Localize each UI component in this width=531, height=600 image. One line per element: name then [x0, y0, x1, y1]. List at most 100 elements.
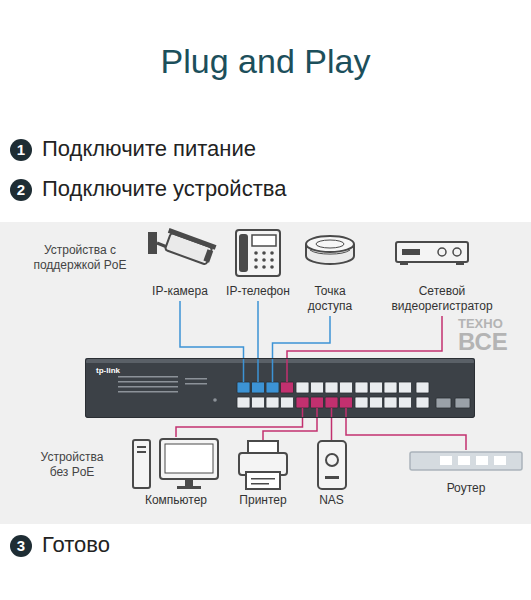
access-point-icon-part [310, 250, 350, 254]
phone-icon-part [236, 230, 280, 276]
phone-icon-part [239, 234, 248, 272]
port-wires-part [272, 358, 274, 382]
step-number: 3 [10, 535, 32, 557]
nvr-icon-part [438, 248, 446, 256]
port-wires-part [257, 358, 259, 382]
switch-body-part-part [416, 382, 429, 393]
device-box: Роутер [426, 450, 506, 498]
step-number: 1 [10, 139, 32, 161]
page-title: Plug and Play [0, 42, 531, 81]
cable-connector [287, 316, 442, 358]
cable-connector [257, 301, 259, 358]
switch-body-part-part [237, 382, 250, 393]
nvr-icon-part [456, 262, 464, 265]
switch-body-part-part [185, 383, 207, 385]
switch-body-part-part [296, 397, 309, 408]
switch-body-part-part [311, 397, 324, 408]
switch-body-part-part [296, 382, 309, 393]
camera-icon-part [148, 232, 157, 254]
step-number: 2 [10, 179, 32, 201]
device-box: Сетевой видеорегистратор [382, 228, 502, 316]
switch-body-part-part [355, 382, 368, 393]
computer-icon-part [137, 446, 146, 448]
switch-body-part-part [311, 382, 324, 393]
watermark: ВСЕ [458, 328, 508, 356]
switch-body-part-part [399, 397, 412, 408]
phone-icon-part [270, 265, 274, 269]
cable-connector [331, 418, 333, 440]
port-wires-part [345, 408, 347, 418]
switch-body-part-part [266, 382, 279, 393]
access-point-icon-part [316, 240, 344, 248]
printer-icon-part [251, 483, 269, 485]
port-wires-part [243, 358, 245, 382]
camera-icon [148, 228, 217, 266]
phone-icon-part [254, 251, 258, 255]
phone-icon-part [252, 235, 276, 246]
switch-body [85, 358, 475, 418]
phone-icon-part [262, 265, 266, 269]
switch-body-part-part [436, 398, 451, 408]
switch-body-part-part [340, 397, 353, 408]
switch-body-part-part [399, 382, 412, 393]
switch-body-part-part [325, 382, 338, 393]
port-wires-part [331, 408, 333, 418]
phone-icon-part [270, 251, 274, 255]
switch-body-part-part [252, 382, 265, 393]
device-box: Принтер [225, 440, 301, 510]
nas-icon [318, 441, 346, 489]
switch-body-part-part [455, 398, 470, 408]
device-label: NAS [310, 493, 354, 508]
switch-body-part [118, 376, 217, 402]
switch-body-part-part [252, 397, 265, 408]
device-label: Принтер [228, 493, 298, 508]
switch-body-part-part [281, 397, 294, 408]
group-label: Устройства без PoE [30, 450, 114, 480]
phone-icon-part [270, 258, 274, 262]
device-label: IP-камера [143, 284, 217, 299]
phone-icon-part [262, 258, 266, 262]
port-wires-part [286, 358, 288, 382]
device-label: Точка доступа [297, 284, 363, 314]
camera-icon-part-part [203, 249, 213, 262]
phone-icon-part [254, 265, 258, 269]
switch-body-part-part [370, 397, 383, 408]
step-text: Подключите питание [42, 136, 256, 162]
switch-body-part-part [281, 382, 294, 393]
cable-connector [180, 301, 244, 358]
switch-body-part-part [384, 397, 397, 408]
step-text: Подключите устройства [42, 176, 286, 202]
printer-icon-part [251, 478, 275, 480]
switch-body-part-part [266, 397, 279, 408]
device-box: Точка доступа [294, 228, 366, 316]
nvr-icon-part [400, 262, 408, 265]
phone-icon-part [254, 258, 258, 262]
switch-body-part-part [370, 382, 383, 393]
switch-body-part-part [340, 382, 353, 393]
router-icon-part [440, 456, 452, 465]
device-label: Компьютер [134, 493, 218, 508]
router-icon-part [458, 456, 470, 465]
nvr-icon [396, 242, 468, 265]
port-wires-part [316, 408, 318, 418]
camera-icon-part-part [168, 228, 217, 250]
nas-icon-part [318, 441, 346, 489]
access-point-icon [306, 236, 354, 264]
switch-body-part-part [118, 381, 178, 383]
switch-body-part-part [185, 378, 207, 380]
switch-body-part-part [237, 397, 250, 408]
device-box: IP-телефон [222, 228, 294, 301]
device-label: Роутер [429, 481, 503, 496]
computer-icon-part [160, 439, 218, 479]
phone-icon [236, 230, 280, 276]
switch-body-part-part [118, 376, 178, 378]
phone-icon-part [262, 251, 266, 255]
switch-box: tp-link [85, 358, 475, 418]
computer-icon-part [165, 444, 213, 473]
computer-icon-part [177, 486, 201, 489]
switch-body-part [85, 358, 475, 418]
nvr-icon-part [453, 248, 461, 256]
router-icon-part [476, 456, 488, 465]
switch-body-part-part [325, 397, 338, 408]
